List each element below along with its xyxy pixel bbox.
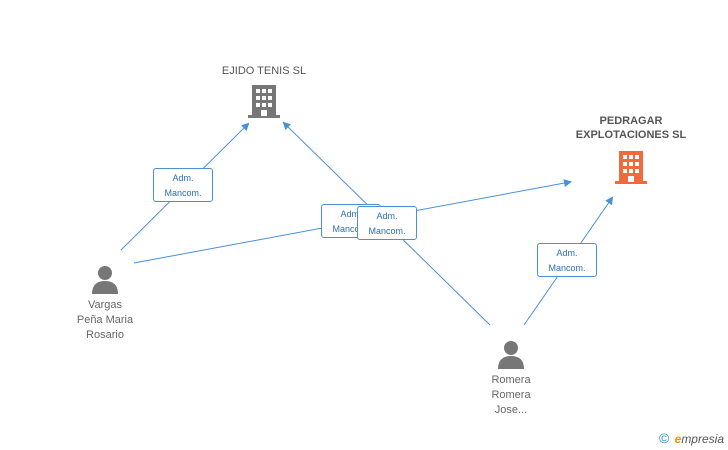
company-name-line1: PEDRAGAR [599, 115, 663, 127]
company-name-line2: EXPLOTACIONES SL [575, 129, 687, 141]
relation-label-romera-ejido[interactable]: Adm. Mancom. [357, 206, 417, 240]
person-name-line3: Rosario [86, 329, 124, 341]
relation-role: Adm. [172, 173, 194, 183]
brand-logo-text: mpresia [681, 432, 724, 446]
company-node-ejido-tenis[interactable]: EJIDO TENIS SL [204, 64, 324, 118]
relation-type: Mancom. [368, 226, 406, 236]
company-name: EJIDO TENIS SL [221, 65, 307, 77]
person-icon [92, 266, 118, 294]
person-name-line1: Vargas [87, 299, 123, 311]
building-icon [615, 151, 647, 184]
person-node-vargas[interactable]: Vargas Peña Maria Rosario [60, 264, 150, 343]
person-name-line1: Romera [491, 374, 531, 386]
person-node-romera[interactable]: Romera Romera Jose... [466, 339, 556, 418]
relation-role: Adm. [556, 248, 578, 258]
building-icon [248, 85, 280, 118]
brand-footer: © empresia [659, 430, 724, 446]
person-icon [498, 341, 524, 369]
relation-type: Mancom. [164, 188, 202, 198]
person-name-line2: Romera [491, 389, 531, 401]
relation-label-romera-pedragar[interactable]: Adm. Mancom. [537, 243, 597, 277]
relation-type: Mancom. [548, 263, 586, 273]
company-node-pedragar[interactable]: PEDRAGAR EXPLOTACIONES SL [556, 114, 706, 184]
relation-role: Adm. [376, 211, 398, 221]
relation-role: Adm. [340, 209, 362, 219]
copyright-icon: © [658, 430, 670, 446]
person-name-line3: Jose... [494, 404, 528, 416]
brand-logo-initial: e [674, 432, 682, 446]
person-name-line2: Peña Maria [76, 314, 134, 326]
relation-label-vargas-ejido[interactable]: Adm. Mancom. [153, 168, 213, 202]
relation-type: Mancom. [332, 224, 370, 234]
